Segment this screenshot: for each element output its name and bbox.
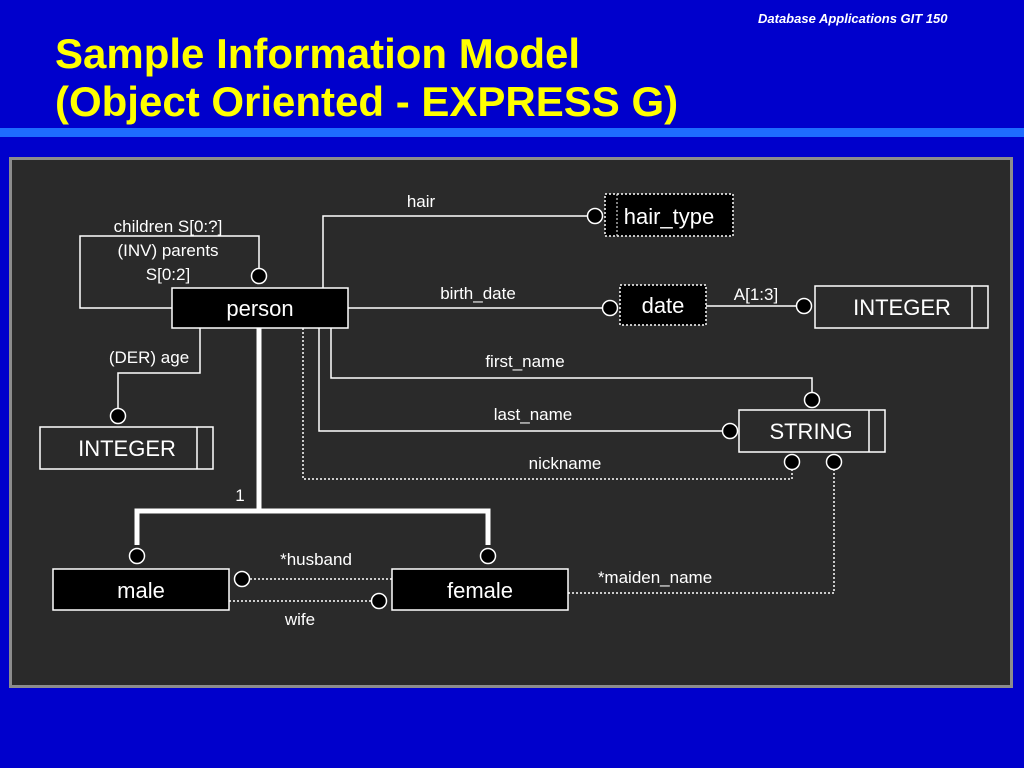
age-label: (DER) age [109, 348, 189, 367]
first-name-relation-line [330, 328, 813, 392]
age-relation-line [117, 328, 201, 408]
hair-label: hair [407, 192, 436, 211]
nickname-end-circle [783, 453, 801, 471]
male-entity: male [52, 568, 230, 611]
person-entity: person [171, 287, 349, 329]
children-label-line-3: S[0:2] [146, 265, 190, 284]
maiden-name-end-circle [825, 453, 843, 471]
maiden-name-label: *maiden_name [598, 568, 712, 587]
first-name-label: first_name [485, 352, 564, 371]
female-entity: female [391, 568, 569, 611]
husband-end-circle [233, 570, 251, 588]
title-line-2: (Object Oriented - EXPRESS G) [55, 78, 679, 125]
nickname-relation-line [302, 328, 793, 480]
date-aggregate-end-circle [795, 297, 813, 315]
first-name-end-circle [803, 391, 821, 409]
person-label: person [226, 296, 293, 321]
nickname-label: nickname [529, 454, 602, 473]
hair-relation-line [322, 215, 587, 288]
integer-date-entity: INTEGER [814, 285, 989, 329]
date-aggregate-label: A[1:3] [734, 285, 778, 304]
last-name-end-circle [721, 422, 739, 440]
male-label: male [117, 578, 165, 603]
diagram-panel: hair_type person date INTEGER INTEGER ST… [9, 157, 1013, 688]
hair-end-circle [586, 207, 604, 225]
date-label: date [642, 293, 685, 318]
supertype-one-label: 1 [235, 486, 244, 505]
maiden-name-relation-line [568, 470, 835, 594]
birth-date-label: birth_date [440, 284, 516, 303]
female-supertype-circle [479, 547, 497, 565]
hair-type-entity: hair_type [604, 193, 734, 237]
express-g-diagram: hair_type person date INTEGER INTEGER ST… [39, 192, 989, 629]
title-rule [0, 128, 1024, 137]
children-label-line-1: children S[0:?] [114, 217, 223, 236]
integer-age-label: INTEGER [78, 436, 176, 461]
wife-end-circle [370, 592, 388, 610]
male-supertype-circle [128, 547, 146, 565]
slide-title: Sample Information Model (Object Oriente… [55, 30, 678, 126]
wife-label: wife [284, 610, 315, 629]
date-entity: date [619, 284, 707, 326]
husband-label: *husband [280, 550, 352, 569]
title-line-1: Sample Information Model [55, 30, 581, 77]
string-label: STRING [769, 419, 852, 444]
children-end-circle [250, 267, 268, 285]
integer-date-label: INTEGER [853, 295, 951, 320]
string-entity: STRING [738, 409, 886, 453]
age-end-circle [109, 407, 127, 425]
hair-type-label: hair_type [624, 204, 715, 229]
integer-age-entity: INTEGER [39, 426, 214, 470]
last-name-relation-line [318, 328, 722, 432]
subtype-branch-line [134, 508, 491, 545]
last-name-label: last_name [494, 405, 572, 424]
header-note: Database Applications GIT 150 [758, 11, 948, 26]
children-label-line-2: (INV) parents [117, 241, 218, 260]
female-label: female [447, 578, 513, 603]
birth-date-end-circle [601, 299, 619, 317]
children-relation-line [79, 235, 260, 309]
